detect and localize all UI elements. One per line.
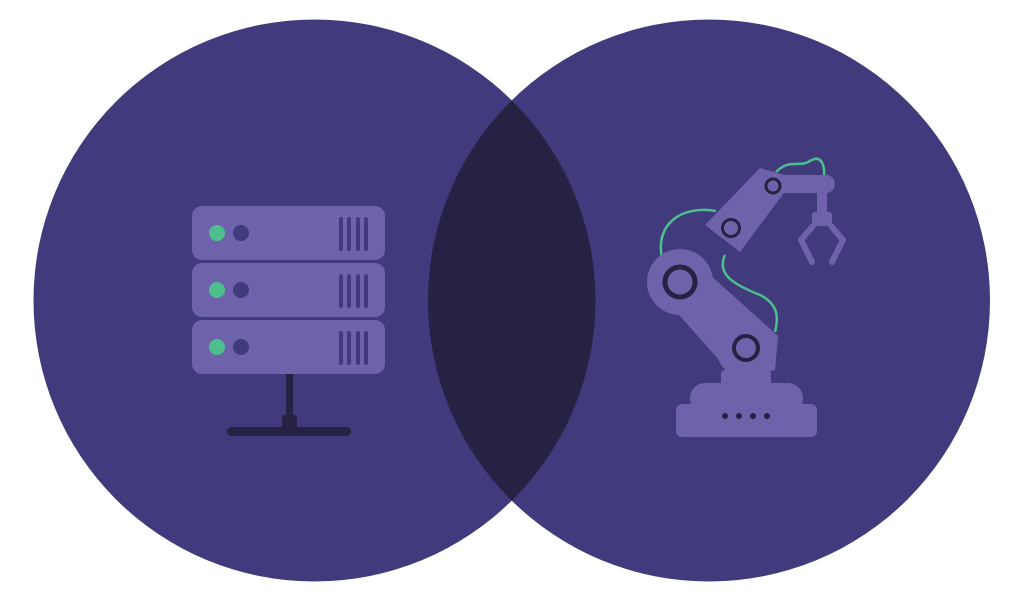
status-led bbox=[209, 282, 225, 298]
robot-arm-icon bbox=[647, 157, 846, 437]
server-unit bbox=[192, 263, 385, 317]
server-icon bbox=[192, 206, 385, 436]
server-unit bbox=[192, 320, 385, 374]
status-led bbox=[209, 225, 225, 241]
server-unit bbox=[192, 206, 385, 260]
status-led bbox=[209, 339, 225, 355]
